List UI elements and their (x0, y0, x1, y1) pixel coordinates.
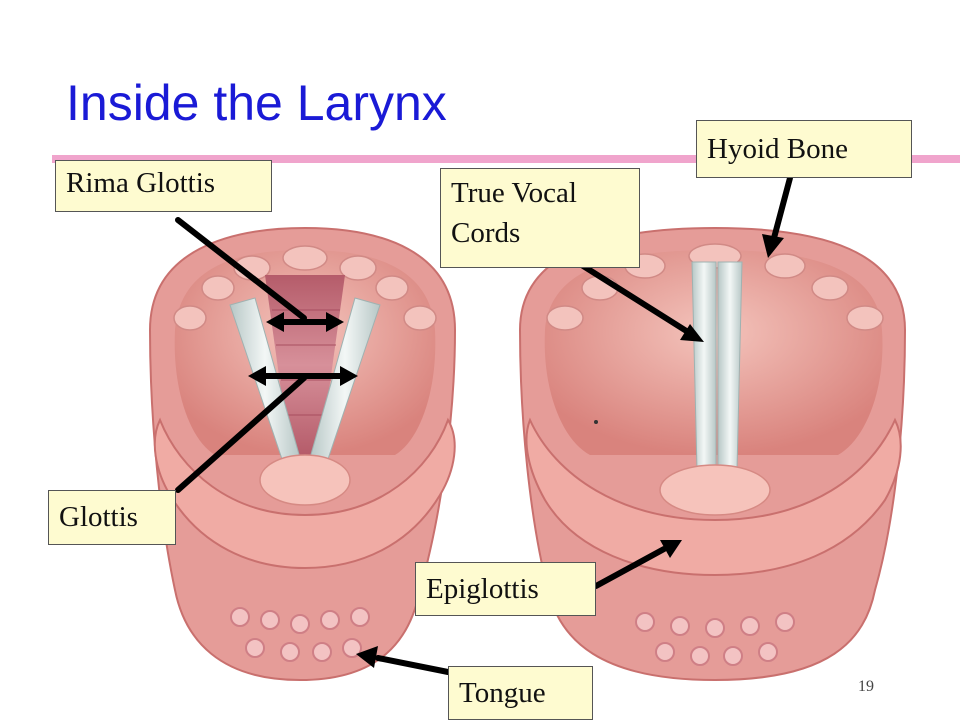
label-glottis: Glottis (48, 490, 176, 545)
arrow-hyoid-bone (771, 175, 793, 241)
label-true-vocal-cords-line2: Cords (451, 217, 521, 249)
epiglottis-left (153, 417, 456, 570)
arrow-true-vocal-cords (577, 261, 691, 335)
label-tongue: Tongue (448, 666, 593, 720)
larynx-right-view (518, 226, 907, 682)
title-divider (52, 155, 960, 163)
label-rima-glottis: Rima Glottis (55, 160, 272, 212)
arrow-glottis (175, 375, 307, 493)
arrow-rima-glottis (175, 217, 307, 321)
label-true-vocal-cords: True Vocal Cords (440, 168, 640, 268)
page-number: 19 (858, 678, 874, 695)
slide-title: Inside the Larynx (66, 75, 447, 131)
arrow-epiglottis (593, 546, 667, 589)
label-epiglottis: Epiglottis (415, 562, 596, 616)
arrow-tongue (375, 655, 451, 675)
label-true-vocal-cords-line1: True Vocal (451, 177, 577, 209)
label-hyoid-bone: Hyoid Bone (696, 120, 912, 178)
epiglottis-right (525, 417, 902, 577)
larynx-left-view (148, 226, 457, 682)
